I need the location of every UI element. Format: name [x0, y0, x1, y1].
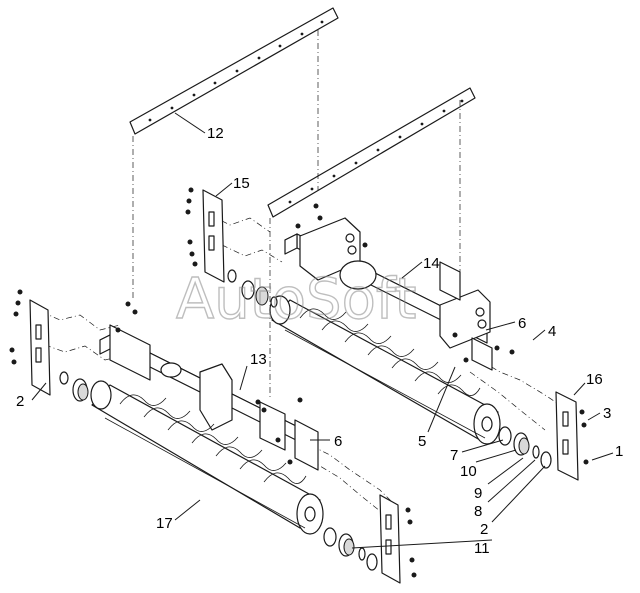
side-plate-upper — [185, 187, 225, 283]
side-plate-lower — [379, 494, 417, 584]
callout-4: 4 — [548, 323, 556, 340]
watermark: AutoSoft — [176, 267, 417, 332]
callout-15: 15 — [233, 175, 250, 192]
callout-1: 1 — [615, 443, 623, 460]
callout-8: 8 — [474, 503, 482, 520]
callout-13: 13 — [250, 351, 267, 368]
callout-5: 5 — [418, 433, 426, 450]
bearing-stack-left — [59, 269, 278, 402]
callout-7: 7 — [450, 447, 458, 464]
callout-10: 10 — [460, 463, 477, 480]
callout-2-right: 2 — [480, 521, 488, 538]
callout-labels: 12 15 14 6 4 16 3 1 2 13 6 5 7 10 9 8 2 … — [16, 125, 623, 557]
side-plate-right — [555, 391, 589, 481]
callout-11: 11 — [474, 540, 490, 557]
callout-12: 12 — [207, 125, 224, 142]
callout-3: 3 — [603, 405, 611, 422]
callout-14: 14 — [423, 255, 440, 272]
bearing-stack-lower — [323, 527, 378, 571]
callout-9: 9 — [474, 485, 482, 502]
mounting-bar-lower — [267, 87, 476, 218]
frame-lower — [99, 301, 319, 471]
frame-upper — [284, 203, 515, 371]
mounting-bar-upper — [129, 7, 339, 135]
callout-6-upper: 6 — [518, 315, 526, 332]
callout-leaders — [31, 112, 614, 549]
callout-2-left: 2 — [16, 393, 24, 410]
callout-16: 16 — [586, 371, 603, 388]
callout-6-lower: 6 — [334, 433, 342, 450]
drum-upper — [269, 295, 501, 445]
drum-lower — [90, 380, 324, 535]
side-plate-left — [9, 289, 51, 396]
callout-17: 17 — [156, 515, 173, 532]
bearing-stack-right — [498, 426, 552, 469]
